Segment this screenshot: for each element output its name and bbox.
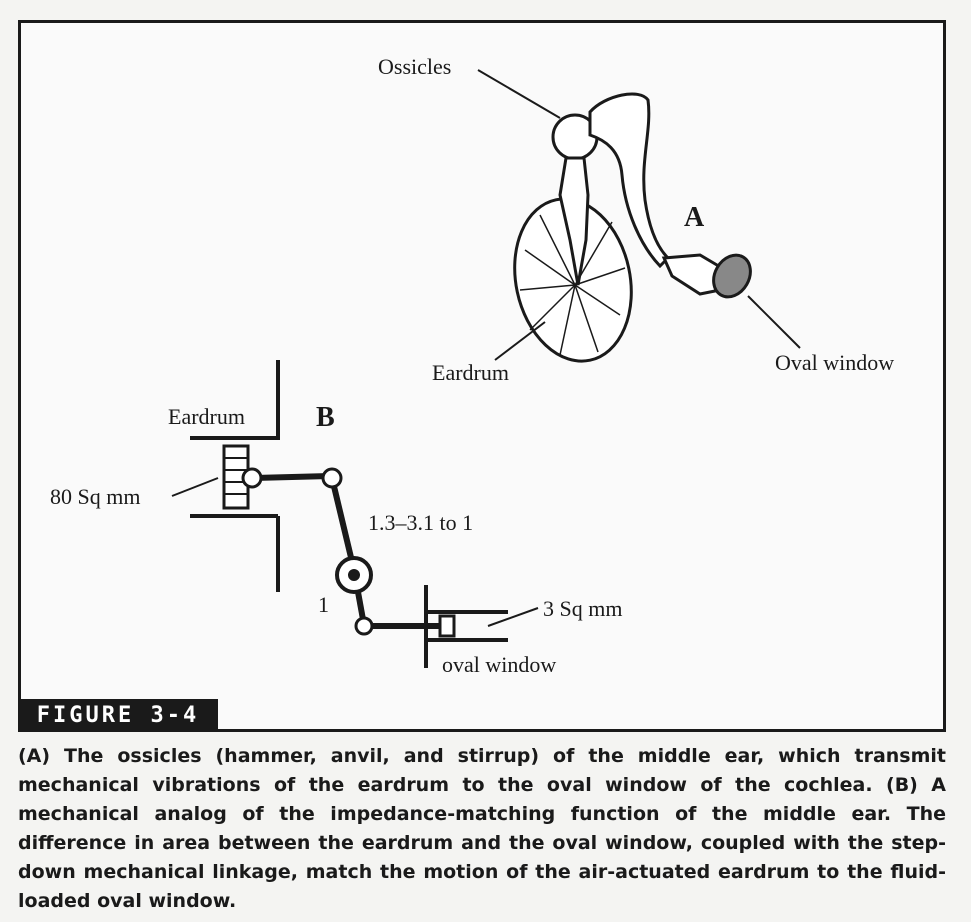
rod-upper [251,473,331,481]
oval-window-b-label: oval window [442,652,556,677]
window-area-leader [487,607,539,627]
eardrum-area-leader [171,477,219,497]
ossicles-leader [477,69,561,119]
eardrum-b-label: Eardrum [168,404,245,429]
lever-ratio-label: 1.3–3.1 to 1 [368,510,473,535]
window-piston [438,614,456,638]
eardrum-a-leader [494,321,546,361]
ear-diagram: Ossicles A Eardrum Oval window [50,54,894,677]
joint-upper [321,467,343,489]
ossicles-label: Ossicles [378,54,451,79]
panel-b-letter: B [316,402,335,433]
oval-window-plate [712,253,752,299]
oval-window-leader [747,295,801,349]
joint-pivot-center [348,569,360,581]
panel-b-linkage-drawing [171,360,539,668]
joint-eardrum [241,467,263,489]
joint-lower [354,616,374,636]
oval-window-a-label: Oval window [775,350,894,375]
pivot-label: 1 [318,592,329,617]
panel-a-ossicles-drawing [477,69,801,363]
eardrum-area-label: 80 Sq mm [50,484,140,509]
rod-diagonal [329,477,357,571]
figure-tag: FIGURE 3-4 [18,699,218,732]
figure-caption: (A) The ossicles (hammer, anvil, and sti… [18,745,946,912]
anvil [588,92,671,269]
eardrum-a-label: Eardrum [432,360,509,385]
panel-a-letter: A [684,202,705,233]
window-area-label: 3 Sq mm [543,596,622,621]
hammer-handle [558,156,590,286]
eardrum-spokes [519,214,626,356]
